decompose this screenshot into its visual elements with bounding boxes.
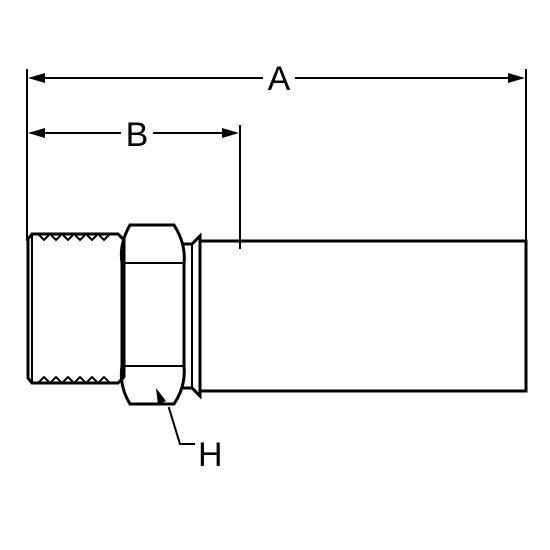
dimension-a: A (26, 60, 527, 241)
thread-teeth-bottom (36, 375, 112, 385)
dimension-b-left-arrow (28, 128, 45, 138)
dimension-a-left-arrow (28, 73, 45, 83)
fitting-body (26, 223, 528, 406)
dimension-a-label: A (268, 60, 291, 98)
dimension-b-label: B (126, 116, 149, 154)
dimension-h-label: H (198, 436, 223, 474)
dimension-h-leader (167, 406, 182, 446)
dimension-b: B (28, 116, 241, 249)
dimension-h: H (156, 388, 223, 474)
dimension-a-right-arrow (508, 73, 525, 83)
thread-end (26, 232, 126, 385)
dimension-b-right-arrow (222, 128, 239, 138)
hose-shell (198, 239, 528, 393)
hex-nut (119, 223, 186, 406)
thread-teeth-top (36, 232, 112, 242)
dimension-h-arrow (156, 388, 166, 405)
